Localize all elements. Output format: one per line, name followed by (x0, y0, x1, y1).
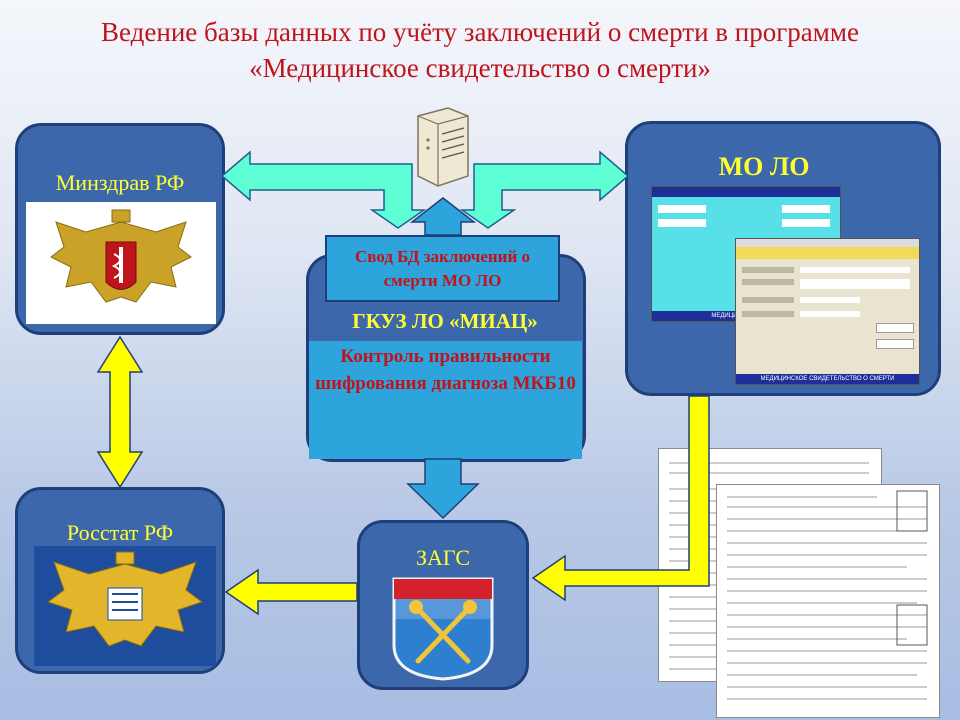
minzdrav-panel: Минздрав РФ (15, 123, 225, 335)
rosstat-panel: Росстат РФ (15, 487, 225, 674)
control-box: Контроль правильности шифрования диагноз… (309, 341, 582, 459)
zags-label: ЗАГС (415, 545, 470, 570)
minzdrav-emblem-icon (26, 202, 216, 324)
app-window-front-footer: МЕДИЦИНСКОЕ СВИДЕТЕЛЬСТВО О СМЕРТИ (736, 374, 919, 384)
svod-db-box: Свод БД заключений о смерти МО ЛО (325, 235, 560, 302)
minzdrav-label: Минздрав РФ (55, 170, 185, 195)
rosstat-emblem-icon (34, 546, 216, 666)
death-certificate-form-front (716, 484, 940, 718)
page-title: Ведение базы данных по учёту заключений … (101, 17, 859, 83)
zags-panel: ЗАГС (357, 520, 529, 690)
arrow-minzdrav-rosstat (96, 335, 144, 489)
mo-lo-label: МО ЛО (718, 152, 810, 181)
arrow-down-zags (406, 458, 480, 520)
arrow-up-server (409, 197, 477, 236)
zags-emblem-icon (390, 575, 496, 681)
miac-label: ГКУЗ ЛО «МИАЦ» (352, 309, 538, 333)
rosstat-label: Росстат РФ (66, 520, 174, 545)
app-window-front: МЕДИЦИНСКОЕ СВИДЕТЕЛЬСТВО О СМЕРТИ (735, 238, 920, 385)
arrow-minzdrav-miac (220, 150, 427, 229)
arrow-molo-zags (531, 395, 710, 602)
arrow-zags-rosstat (224, 568, 358, 616)
server-icon (417, 107, 469, 187)
arrow-molo-miac (459, 150, 630, 229)
